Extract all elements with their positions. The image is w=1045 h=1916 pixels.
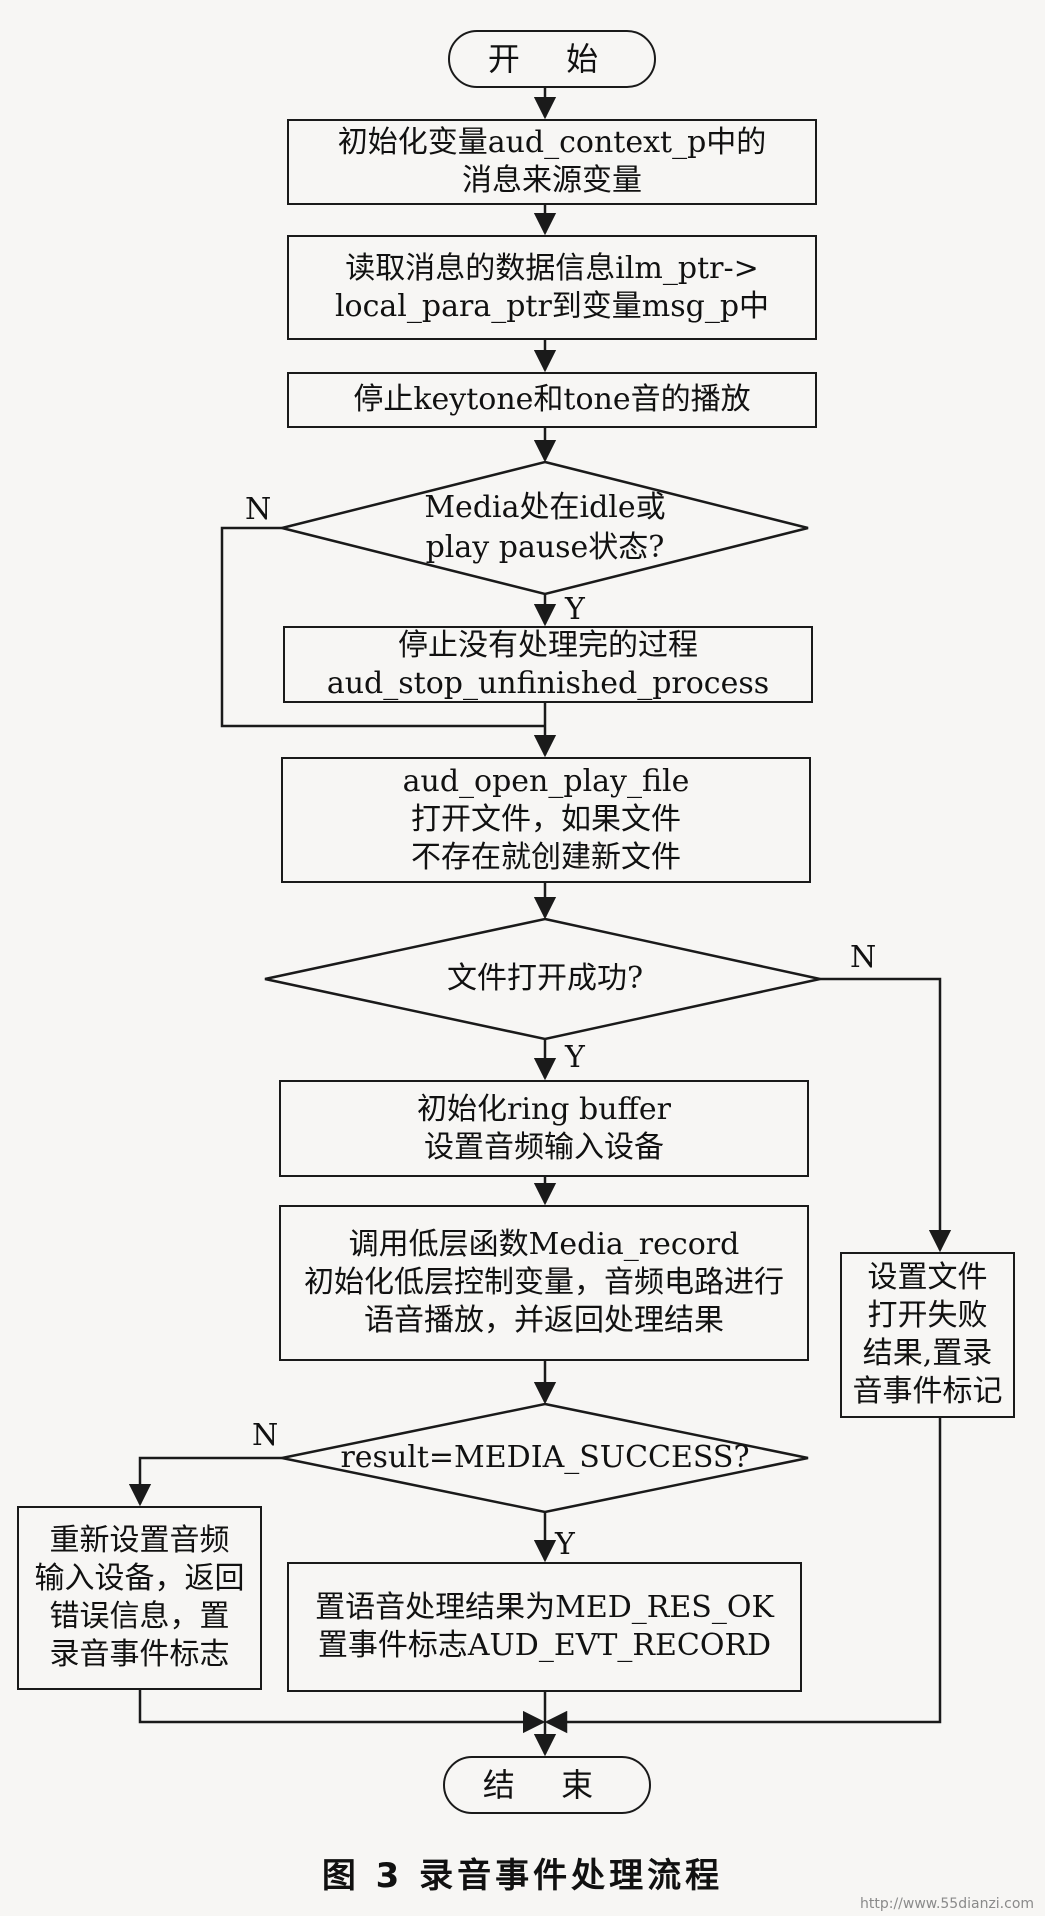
edge-reset-end <box>138 1690 546 1734</box>
decision-media-line-2: play pause状态? <box>425 530 665 565</box>
call-record-line-1: 调用低层函数Media_record <box>348 1227 740 1262</box>
start-terminal: 开 始 <box>448 30 656 88</box>
init-ring-line-1: 初始化ring buffer <box>417 1091 671 1127</box>
edge-fail-end <box>544 1418 942 1734</box>
decision-media-yes-label: Y <box>565 592 585 627</box>
decision-media-line-1: Media处在idle或 <box>424 490 666 525</box>
end-text: 结 束 <box>482 1766 612 1804</box>
reset-device-line-1: 重新设置音频 <box>49 1523 230 1558</box>
set-fail-line-3: 结果,置录 <box>862 1336 993 1371</box>
decision-file-text: 文件打开成功? <box>372 959 718 999</box>
decision-result-no-label: N <box>252 1418 279 1453</box>
stop-unfinished-line-1: 停止没有处理完的过程 <box>398 627 698 663</box>
call-record-line-2: 初始化低层控制变量，音频电路进行 <box>304 1265 784 1300</box>
figure-caption: 图 3 录音事件处理流程 <box>321 1856 724 1896</box>
watermark: http://www.55dianzi.com <box>860 1896 1035 1912</box>
set-fail-line-2: 打开失败 <box>867 1298 988 1333</box>
set-fail-line-4: 音事件标记 <box>852 1374 1003 1409</box>
set-fail-line-1: 设置文件 <box>867 1260 988 1295</box>
stop-unfinished-line-2: aud_stop_unfinished_process <box>326 665 770 701</box>
decision-result-text: result=MEDIA_SUCCESS? <box>335 1438 755 1478</box>
decision-file-yes-label: Y <box>565 1040 585 1075</box>
reset-device-line-2: 输入设备，返回 <box>34 1561 245 1596</box>
decision-media-no-label: N <box>245 492 272 527</box>
read-msg-box: 读取消息的数据信息ilm_ptr-> local_para_ptr到变量msg_… <box>287 235 817 340</box>
init-var-line-1: 初始化变量aud_context_p中的 <box>337 125 767 160</box>
open-file-box: aud_open_play_file 打开文件，如果文件 不存在就创建新文件 <box>281 757 811 883</box>
stop-tone-box: 停止keytone和tone音的播放 <box>287 372 817 428</box>
decision-media-text: Media处在idle或 play pause状态? <box>362 488 728 568</box>
init-var-box: 初始化变量aud_context_p中的 消息来源变量 <box>287 119 817 205</box>
stop-tone-line-1: 停止keytone和tone音的播放 <box>353 382 751 417</box>
stop-unfinished-box: 停止没有处理完的过程 aud_stop_unfinished_process <box>283 626 813 703</box>
edge-media-no <box>220 526 545 728</box>
init-var-line-2: 消息来源变量 <box>462 163 642 198</box>
open-file-line-2: 打开文件，如果文件 <box>411 802 681 837</box>
decision-file-no-label: N <box>850 940 877 975</box>
init-ring-box: 初始化ring buffer 设置音频输入设备 <box>279 1080 809 1177</box>
init-ring-line-2: 设置音频输入设备 <box>424 1129 664 1165</box>
read-msg-line-2: local_para_ptr到变量msg_p中 <box>334 288 770 324</box>
edge-result-no <box>128 1456 282 1507</box>
start-text: 开 始 <box>487 40 617 78</box>
set-ok-line-1: 置语音处理结果为MED_RES_OK <box>315 1590 774 1625</box>
decision-result-yes-label: Y <box>555 1527 575 1562</box>
edge-file-no <box>820 977 952 1253</box>
end-terminal: 结 束 <box>443 1756 651 1814</box>
reset-device-box: 重新设置音频 输入设备，返回 错误信息，置 录音事件标志 <box>17 1506 262 1690</box>
reset-device-line-4: 录音事件标志 <box>49 1637 230 1672</box>
call-record-box: 调用低层函数Media_record 初始化低层控制变量，音频电路进行 语音播放… <box>279 1205 809 1361</box>
call-record-line-3: 语音播放，并返回处理结果 <box>364 1303 724 1338</box>
read-msg-line-1: 读取消息的数据信息ilm_ptr-> <box>345 250 759 286</box>
reset-device-line-3: 错误信息，置 <box>49 1599 230 1634</box>
set-ok-box: 置语音处理结果为MED_RES_OK 置事件标志AUD_EVT_RECORD <box>287 1562 802 1692</box>
open-file-line-1: aud_open_play_file <box>402 764 690 799</box>
set-fail-box: 设置文件 打开失败 结果,置录 音事件标记 <box>840 1252 1015 1418</box>
set-ok-line-2: 置事件标志AUD_EVT_RECORD <box>317 1628 772 1663</box>
open-file-line-3: 不存在就创建新文件 <box>411 840 681 875</box>
decision-file-line-1: 文件打开成功? <box>446 961 644 996</box>
decision-result-line-1: result=MEDIA_SUCCESS? <box>340 1440 750 1475</box>
